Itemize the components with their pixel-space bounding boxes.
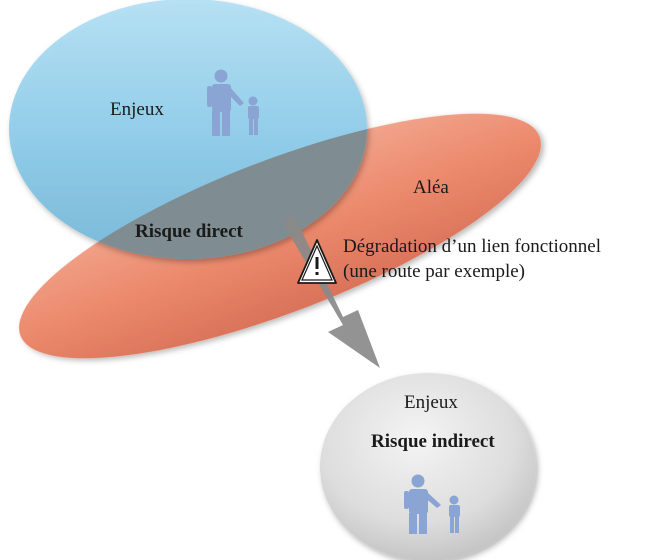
risque-indirect-circle — [320, 373, 536, 560]
warning-triangle-icon — [297, 239, 337, 284]
risque-direct-overlap — [19, 113, 367, 259]
risque-indirect-label: Risque indirect — [371, 431, 495, 452]
enjeux-label-top: Enjeux — [110, 99, 164, 120]
adult-child-icon — [404, 474, 460, 534]
alea-label: Aléa — [413, 177, 449, 198]
adult-child-icon — [207, 69, 259, 136]
enjeux-label-bottom: Enjeux — [404, 392, 458, 413]
risque-direct-label: Risque direct — [135, 221, 243, 242]
degradation-label-line1: Dégradation d’un lien fonctionnel — [343, 236, 602, 257]
degradation-label-line2: (une route par exemple) — [343, 261, 525, 282]
arrow-icon — [282, 215, 380, 368]
